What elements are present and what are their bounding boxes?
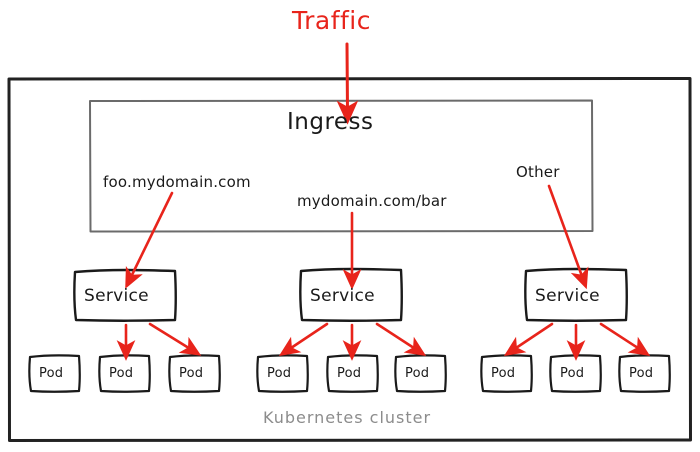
arrow-host3-to-service3 <box>547 184 589 290</box>
pod-label-1-1: Pod <box>39 366 64 381</box>
arrow-service2-to-pod2-3 <box>375 322 427 356</box>
pod-box-1-1 <box>28 354 81 393</box>
pod-box-1-3 <box>168 354 221 393</box>
pod-label-1-2: Pod <box>109 366 134 381</box>
pod-box-2-3 <box>394 354 447 393</box>
arrow-service1-to-pod1-3 <box>148 322 202 356</box>
host-label-2: mydomain.com/bar <box>297 192 447 210</box>
traffic-label: Traffic <box>292 6 371 35</box>
arrow-host1-to-service1 <box>125 191 174 289</box>
service-label-2: Service <box>310 286 375 306</box>
cluster-boundary-box <box>7 77 692 442</box>
service-label-3: Service <box>535 286 600 306</box>
ingress-label: Ingress <box>287 109 374 135</box>
cluster-label: Kubernetes cluster <box>263 408 432 427</box>
arrow-service3-to-pod3-1 <box>503 322 554 357</box>
arrow-service3-to-pod3-3 <box>599 322 651 356</box>
host-label-1: foo.mydomain.com <box>103 173 251 191</box>
arrow-traffic-to-ingress <box>336 42 359 125</box>
pod-label-3-2: Pod <box>560 366 585 381</box>
pod-box-2-2 <box>326 354 379 393</box>
pod-label-1-3: Pod <box>179 366 204 381</box>
pod-label-2-1: Pod <box>267 366 292 381</box>
arrow-service2-to-pod2-1 <box>278 322 329 357</box>
pod-box-3-2 <box>549 354 602 393</box>
pod-label-2-3: Pod <box>405 366 430 381</box>
pod-box-3-3 <box>618 354 671 393</box>
ingress-box <box>89 99 594 233</box>
pod-label-2-2: Pod <box>337 366 362 381</box>
pod-label-3-1: Pod <box>491 366 516 381</box>
host-label-3: Other <box>516 163 560 181</box>
service-box-2 <box>299 267 403 322</box>
service-label-1: Service <box>84 286 149 306</box>
pod-label-3-3: Pod <box>629 366 654 381</box>
